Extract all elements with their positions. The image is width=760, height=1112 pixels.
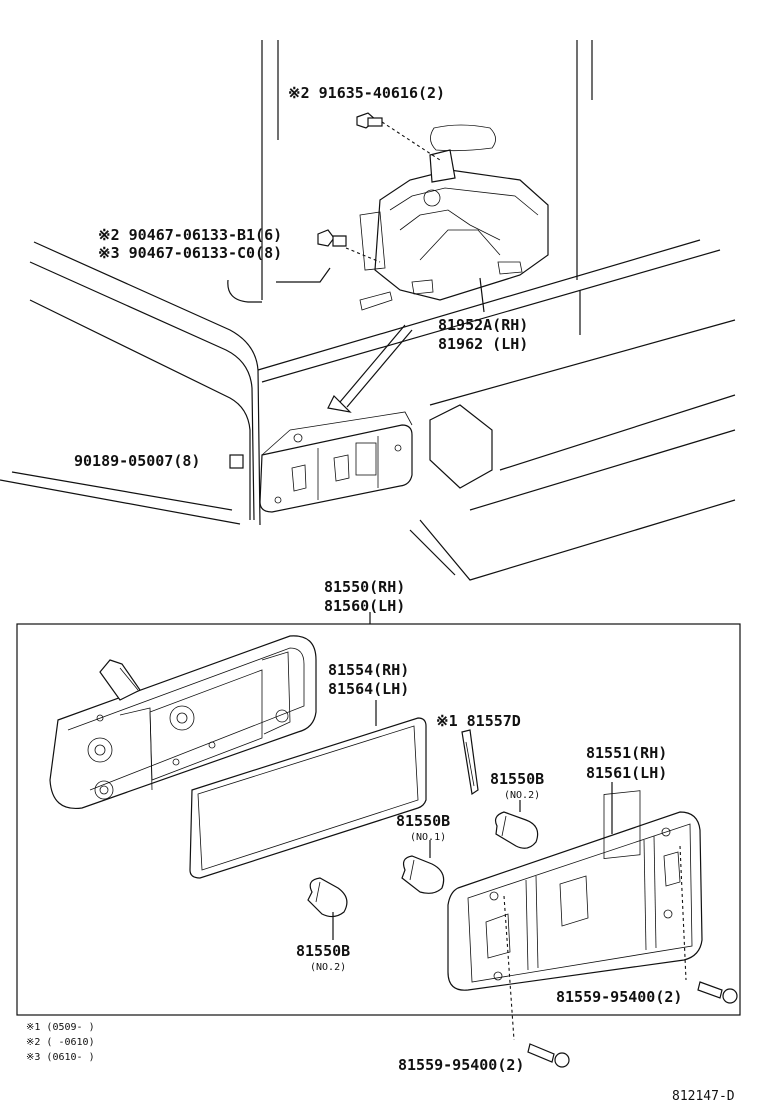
- label-81550b-no2-bottom: 81550B: [296, 942, 350, 960]
- lamp-bracket-81952a: [359, 124, 549, 311]
- label-90467-b1: ※2 90467-06133-B1(6): [98, 226, 282, 244]
- assembly-arrow: [327, 324, 413, 413]
- diagram-id: 812147-D: [672, 1089, 735, 1104]
- vehicle-body-outline: [0, 40, 736, 581]
- bulb-81550b-no2-bottom: [307, 877, 348, 940]
- label-no2-top: (NO.2): [504, 790, 540, 801]
- bulb-81550b-no1: [401, 840, 445, 894]
- screw-81559-bottom: [503, 895, 570, 1068]
- bulb-81550b-no2-top: [494, 800, 539, 849]
- label-81952a: 81952A(RH): [438, 316, 528, 334]
- lamp-lens-81551: [447, 782, 703, 991]
- label-no2-bottom: (NO.2): [310, 962, 346, 973]
- label-81554: 81554(RH): [328, 661, 409, 679]
- label-81550: 81550(RH): [324, 578, 405, 596]
- label-81559-right: 81559-95400(2): [556, 988, 682, 1006]
- label-81551: 81551(RH): [586, 744, 667, 762]
- label-81564: 81564(LH): [328, 680, 409, 698]
- label-no1: (NO.1): [410, 832, 446, 843]
- label-81962: 81962 (LH): [438, 335, 528, 353]
- label-81561: 81561(LH): [586, 764, 667, 782]
- label-81550b-no1: 81550B: [396, 812, 450, 830]
- reflector-81557d: [461, 729, 479, 796]
- assembly-frame: [16, 623, 741, 1016]
- screw-81559-right: [679, 845, 738, 1004]
- label-81557d: ※1 81557D: [436, 712, 521, 730]
- installed-rear-lamp: [259, 411, 413, 513]
- label-81550b-no2-top: 81550B: [490, 770, 544, 788]
- label-90467-c0: ※3 90467-06133-C0(8): [98, 244, 282, 262]
- bolt-91635-40616: [356, 112, 441, 161]
- gasket-81554: [189, 700, 427, 879]
- footnote-2: ※2 ( -0610): [26, 1037, 95, 1048]
- footnote-3: ※3 (0610- ): [26, 1052, 95, 1063]
- leader-81952a: [479, 277, 485, 313]
- clip-90467: [317, 229, 381, 263]
- nut-90189: [11, 454, 244, 511]
- label-81559-bottom: 81559-95400(2): [398, 1056, 524, 1074]
- label-81560: 81560(LH): [324, 597, 405, 615]
- label-91635-40616: ※2 91635-40616(2): [288, 84, 445, 102]
- label-90189-05007: 90189-05007(8): [74, 452, 200, 470]
- footnote-1: ※1 (0509- ): [26, 1022, 95, 1033]
- lamp-housing: [49, 635, 317, 810]
